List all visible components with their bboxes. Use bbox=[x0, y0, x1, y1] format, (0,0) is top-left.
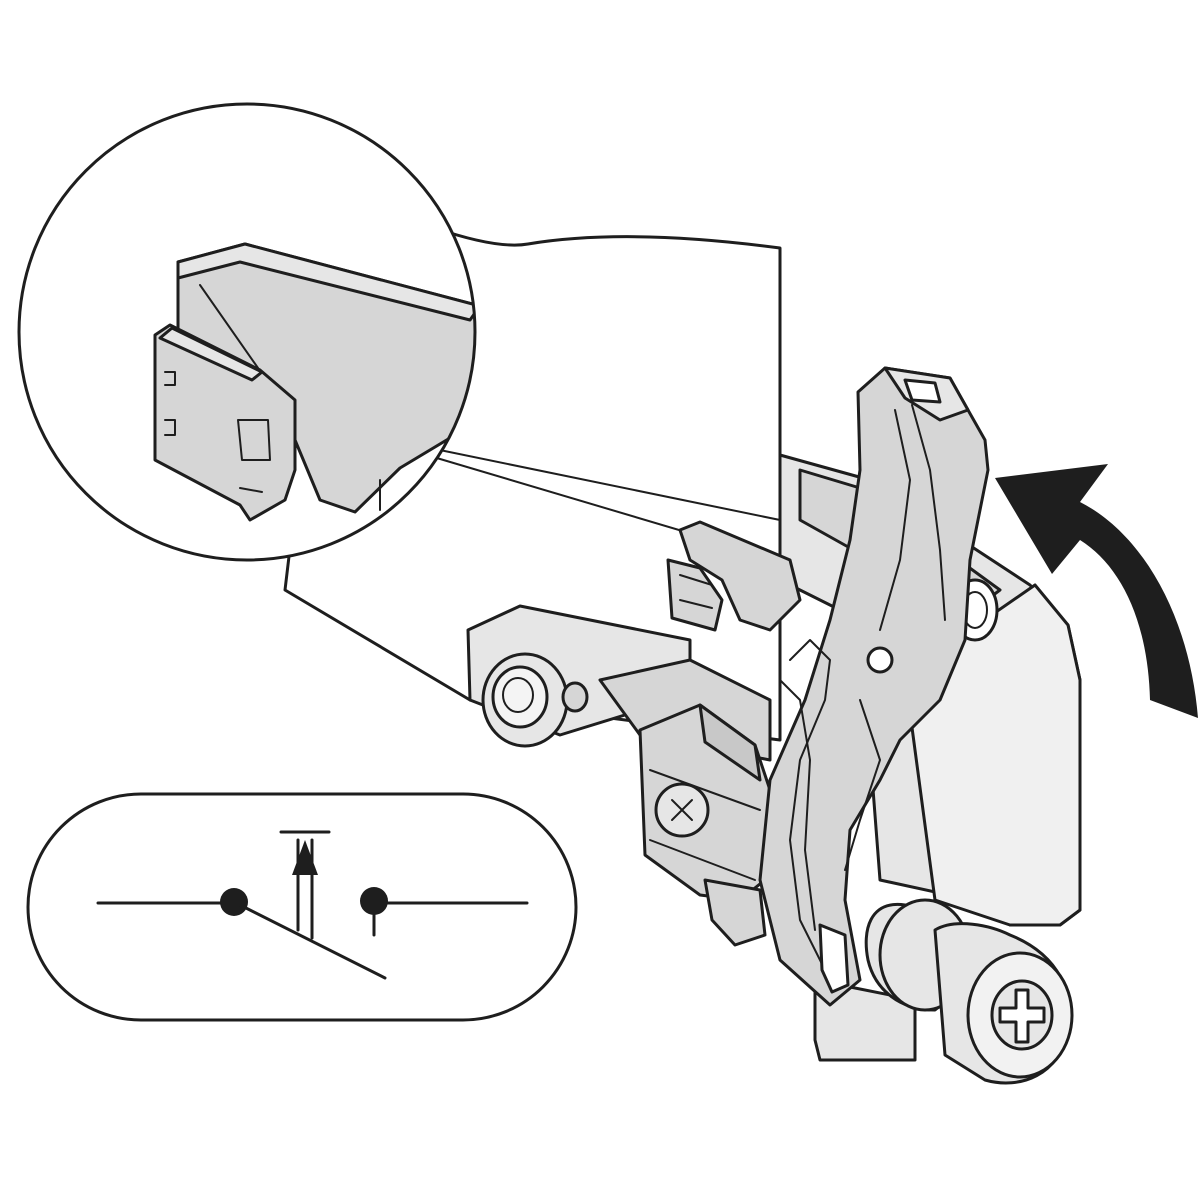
curved-arrow-icon bbox=[995, 464, 1198, 718]
phillips-screw-icon bbox=[654, 782, 710, 838]
front-fitting bbox=[638, 703, 772, 947]
detail-magnifier bbox=[17, 102, 477, 562]
lever-switch-symbol-icon bbox=[26, 792, 578, 1022]
small-clip bbox=[666, 520, 802, 632]
lever-pivot bbox=[866, 646, 894, 674]
adjustment-knob bbox=[864, 898, 1074, 1085]
runner-pin bbox=[561, 681, 589, 713]
phillips-screw-icon bbox=[990, 979, 1054, 1051]
release-lever bbox=[758, 366, 990, 1007]
